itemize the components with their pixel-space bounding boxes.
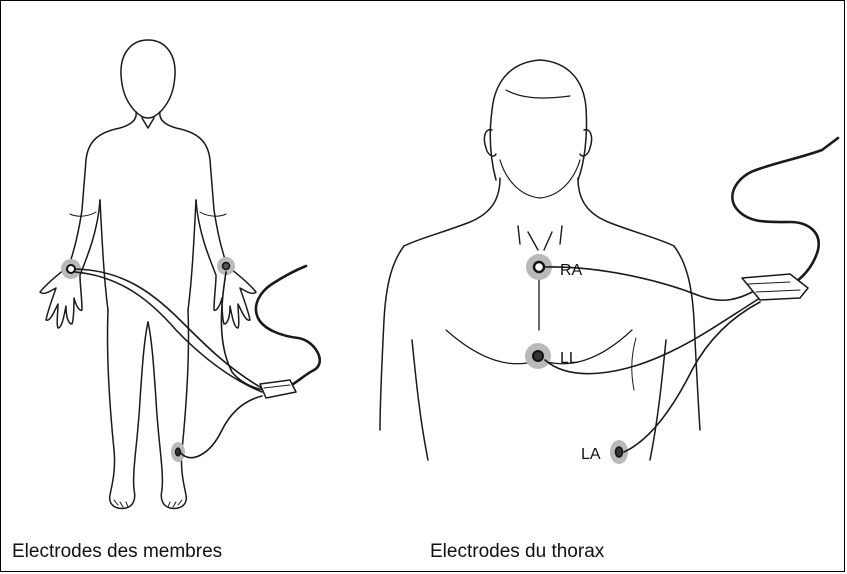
la-label: LA <box>581 446 601 463</box>
ll-label: LL <box>560 350 578 367</box>
limb-monitor-device <box>260 380 296 398</box>
thorax-monitor-device <box>742 274 808 300</box>
limb-electrodes-caption: Electrodes des membres <box>12 541 222 563</box>
thorax-electrodes-caption: Electrodes du thorax <box>430 541 604 563</box>
ra-label: RA <box>560 262 583 279</box>
